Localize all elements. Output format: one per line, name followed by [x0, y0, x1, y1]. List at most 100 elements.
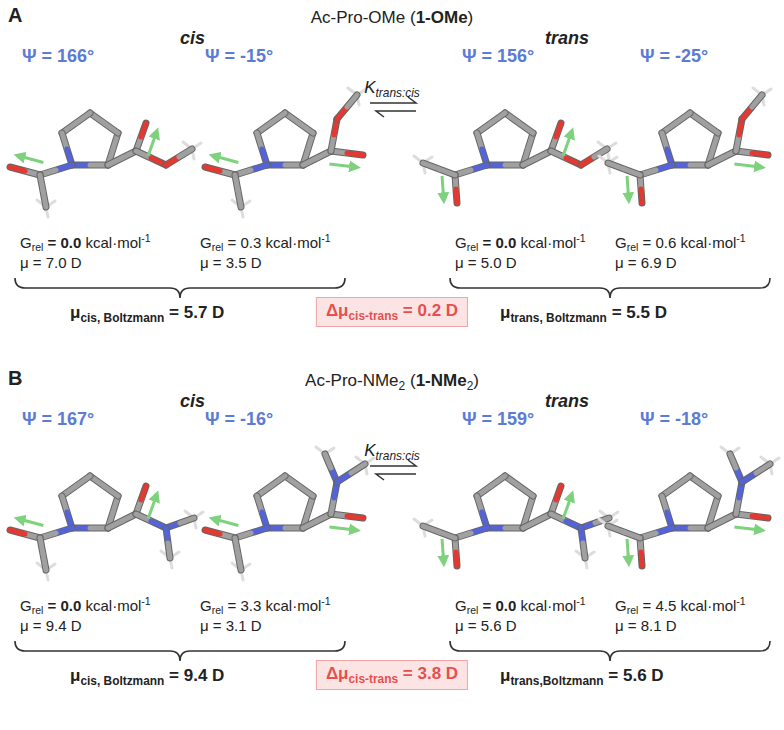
label-text: = 0.6: [643, 234, 677, 251]
label-line: Grel= 0.0kcal·mol-1: [20, 232, 151, 253]
label-text: Ψ = -15°: [205, 46, 273, 66]
label-text: G: [615, 597, 627, 614]
molecule-stroke: [471, 528, 487, 533]
molecule-stroke: [641, 552, 642, 566]
molecule-stroke: [456, 552, 457, 566]
molecule-stroke: [40, 165, 72, 175]
molecule-stroke: [10, 167, 25, 171]
label-text: trans:cis: [376, 86, 420, 100]
label-line: Grel= 0.0kcal·mol-1: [455, 595, 586, 616]
label-text: 2: [399, 379, 406, 393]
label-line: Ψ = 166°: [22, 46, 94, 67]
molecule-stroke: [455, 165, 487, 175]
label-text: = 0.2 D: [403, 301, 458, 320]
molecule-stroke: [505, 113, 533, 133]
label-text: cis, Boltzmann: [80, 311, 164, 325]
molecule-stroke: [214, 156, 238, 162]
molecule-stroke: [676, 476, 690, 486]
molecule-stroke: [40, 538, 46, 570]
molecule-stroke: [136, 151, 166, 165]
molecule-stroke: [556, 123, 561, 137]
molecule-stroke: [337, 464, 365, 482]
molecule-stroke: [62, 113, 90, 133]
molecule-stroke: [40, 528, 72, 538]
molecule-stroke: [608, 163, 624, 169]
molecule-stroke: [285, 476, 313, 496]
label-text: G: [455, 234, 467, 251]
molecule-stroke: [76, 113, 90, 123]
label-text: kcal·mol: [681, 597, 737, 614]
label-text: μ = 9.4 D: [20, 617, 82, 634]
molecule-stroke: [556, 486, 561, 500]
molecule-stroke: [551, 123, 561, 151]
molecule-stroke: [238, 554, 241, 570]
label-text: cis: [180, 28, 205, 48]
molecule-stroke: [477, 133, 482, 149]
molecule-stroke: [505, 476, 533, 496]
molecule-stroke: [752, 516, 768, 518]
label-text: Ψ = 156°: [462, 46, 534, 66]
label-line: cis: [180, 28, 205, 49]
molecule-stroke: [662, 113, 690, 133]
label-text: μ = 3.1 D: [200, 617, 262, 634]
molecule-stroke: [205, 530, 220, 534]
label-text: = 0.0: [48, 597, 82, 614]
molecule-stroke: [62, 133, 72, 165]
molecule-stroke: [299, 486, 313, 496]
molecule-stroke: [257, 496, 262, 512]
molecule-stroke: [19, 519, 43, 525]
label-text: trans:cis: [376, 449, 420, 463]
molecule-stroke: [581, 528, 585, 558]
label-text: μ = 7.0 D: [20, 254, 82, 271]
label-text: 1-NMe: [416, 371, 467, 390]
label-text: = 0.0: [483, 597, 517, 614]
label-line: A: [8, 4, 22, 27]
molecule-stroke: [455, 175, 457, 203]
molecule-stroke: [299, 123, 313, 133]
label-text: kcal·mol: [86, 234, 142, 251]
label-text: Ψ = 167°: [22, 409, 94, 429]
label-line: Ac-Pro-OMe(1-OMe): [311, 8, 474, 28]
label-line: Ψ = 156°: [462, 46, 534, 67]
molecule-stroke: [19, 156, 43, 162]
label-text: = 9.4 D: [169, 666, 224, 685]
molecule-stroke: [455, 528, 487, 538]
molecule-stroke: [267, 162, 303, 169]
label-text: cis-trans: [349, 309, 399, 323]
molecule-stroke: [325, 454, 331, 468]
molecule-stroke: [257, 133, 267, 165]
label-text: = 3.3: [228, 597, 262, 614]
molecule-stroke: [624, 532, 640, 538]
molecule-stroke: [166, 149, 192, 165]
label-line: Ktrans:cis: [364, 441, 420, 463]
molecule-stroke: [477, 113, 505, 133]
molecule-stroke: [351, 464, 365, 473]
molecule-stroke: [551, 151, 581, 165]
molecule-stroke: [136, 123, 146, 151]
label-text: G: [200, 234, 212, 251]
molecule-stroke: [347, 516, 363, 518]
molecule-stroke: [487, 162, 523, 169]
molecule-stroke: [235, 165, 267, 175]
label-text: μ: [70, 666, 80, 685]
label-line: Ac-Pro-NMe2(1-NMe2): [305, 371, 479, 393]
molecule-stroke: [704, 123, 718, 133]
molecule-stroke: [662, 496, 667, 512]
molecule-stroke: [734, 164, 760, 167]
label-text: B: [8, 367, 22, 389]
molecule-stroke: [76, 476, 90, 486]
molecule-stroke: [641, 189, 642, 203]
label-line: Grel= 0.0kcal·mol-1: [455, 232, 586, 253]
molecule-stroke: [640, 175, 642, 203]
label-text: Ac-Pro-OMe: [311, 8, 405, 27]
label-text: rel: [212, 241, 224, 253]
molecule-stroke: [662, 476, 690, 496]
label-text: kcal·mol: [266, 597, 322, 614]
molecule-stroke: [519, 123, 533, 133]
molecule-stroke: [104, 123, 118, 133]
molecule-stroke: [523, 514, 551, 528]
molecule-stroke: [62, 496, 67, 512]
label-text: trans: [545, 28, 589, 48]
molecule-stroke: [136, 514, 166, 528]
molecule-stroke: [736, 119, 742, 151]
